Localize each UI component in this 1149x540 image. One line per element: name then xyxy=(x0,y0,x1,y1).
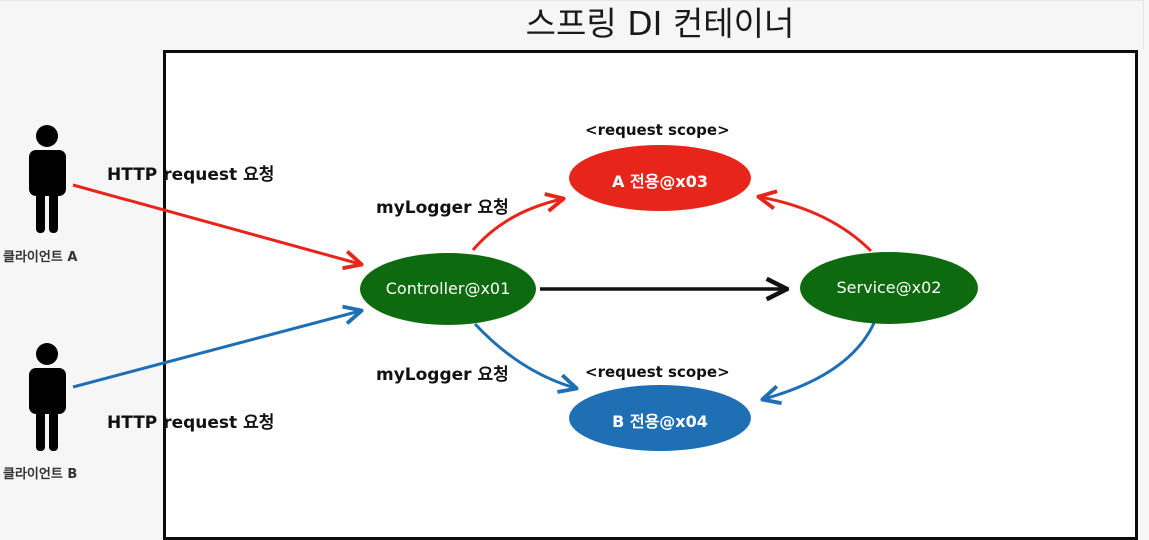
b-logger-node xyxy=(569,385,751,451)
a-logger-node xyxy=(569,145,751,211)
person-icon-client-b xyxy=(29,343,66,451)
arrow-client-b-to-controller xyxy=(72,311,360,389)
controller-node-label: Controller@x01 xyxy=(385,279,511,298)
http-request-label-b: HTTP request 요청 xyxy=(107,413,275,433)
client-b-label: 클라이언트 B xyxy=(3,467,78,482)
mylogger-request-label-bottom: myLogger 요청 xyxy=(376,365,509,385)
arrow-controller-to-b-logger xyxy=(473,322,575,388)
person-icon-client-a xyxy=(29,125,66,233)
arrow-client-a-to-controller xyxy=(72,183,360,264)
controller-node xyxy=(360,253,536,325)
arrow-service-to-a-logger xyxy=(760,197,873,253)
client-a-label: 클라이언트 A xyxy=(3,250,78,265)
service-node-label: Service@x02 xyxy=(836,278,942,297)
arrow-service-to-b-logger xyxy=(764,322,876,399)
title-bar xyxy=(0,0,1144,50)
a-logger-node-label: A 전용@x03 xyxy=(612,172,708,191)
a-logger-scope-label: <request scope> xyxy=(585,121,730,139)
b-logger-node-label: B 전용@x04 xyxy=(612,412,708,431)
b-logger-scope-label: <request scope> xyxy=(585,363,730,381)
mylogger-request-label-top: myLogger 요청 xyxy=(376,198,509,218)
service-node xyxy=(800,252,978,324)
arrow-controller-to-a-logger xyxy=(471,199,562,251)
diagram-title: 스프링 DI 컨테이너 xyxy=(525,4,795,43)
http-request-label-a: HTTP request 요청 xyxy=(107,165,275,185)
